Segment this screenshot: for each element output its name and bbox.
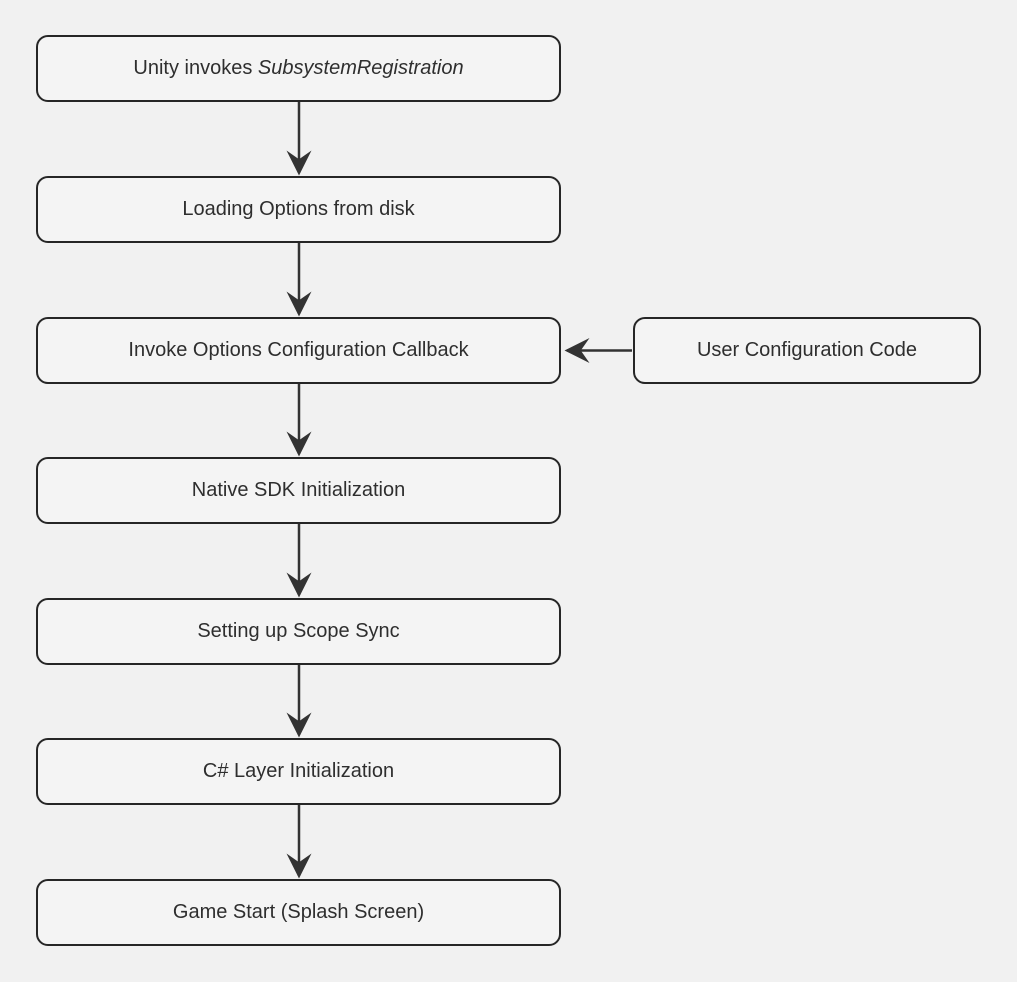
node-label-italic: SubsystemRegistration xyxy=(257,57,464,79)
node-label: Game Start (Splash Screen) xyxy=(172,901,425,923)
node-label: C# Layer Initialization xyxy=(202,760,395,782)
node-label: Native SDK Initialization xyxy=(191,479,406,501)
node-game-start-splash-screen: Game Start (Splash Screen) xyxy=(36,879,561,946)
node-label: Invoke Options Configuration Callback xyxy=(128,339,469,361)
node-loading-options-from-disk: Loading Options from disk xyxy=(36,176,561,243)
node-native-sdk-initialization: Native SDK Initialization xyxy=(36,457,561,524)
node-unity-invokes-subsystem-registration: Unity invokes SubsystemRegistration xyxy=(36,35,561,102)
node-label: Loading Options from disk xyxy=(182,198,415,220)
node-label: Setting up Scope Sync xyxy=(197,620,400,642)
node-label: User Configuration Code xyxy=(696,339,918,361)
node-label: Unity invokes SubsystemRegistration xyxy=(133,57,464,79)
node-user-configuration-code: User Configuration Code xyxy=(633,317,981,384)
node-setting-up-scope-sync: Setting up Scope Sync xyxy=(36,598,561,665)
node-csharp-layer-initialization: C# Layer Initialization xyxy=(36,738,561,805)
node-invoke-options-configuration-callback: Invoke Options Configuration Callback xyxy=(36,317,561,384)
